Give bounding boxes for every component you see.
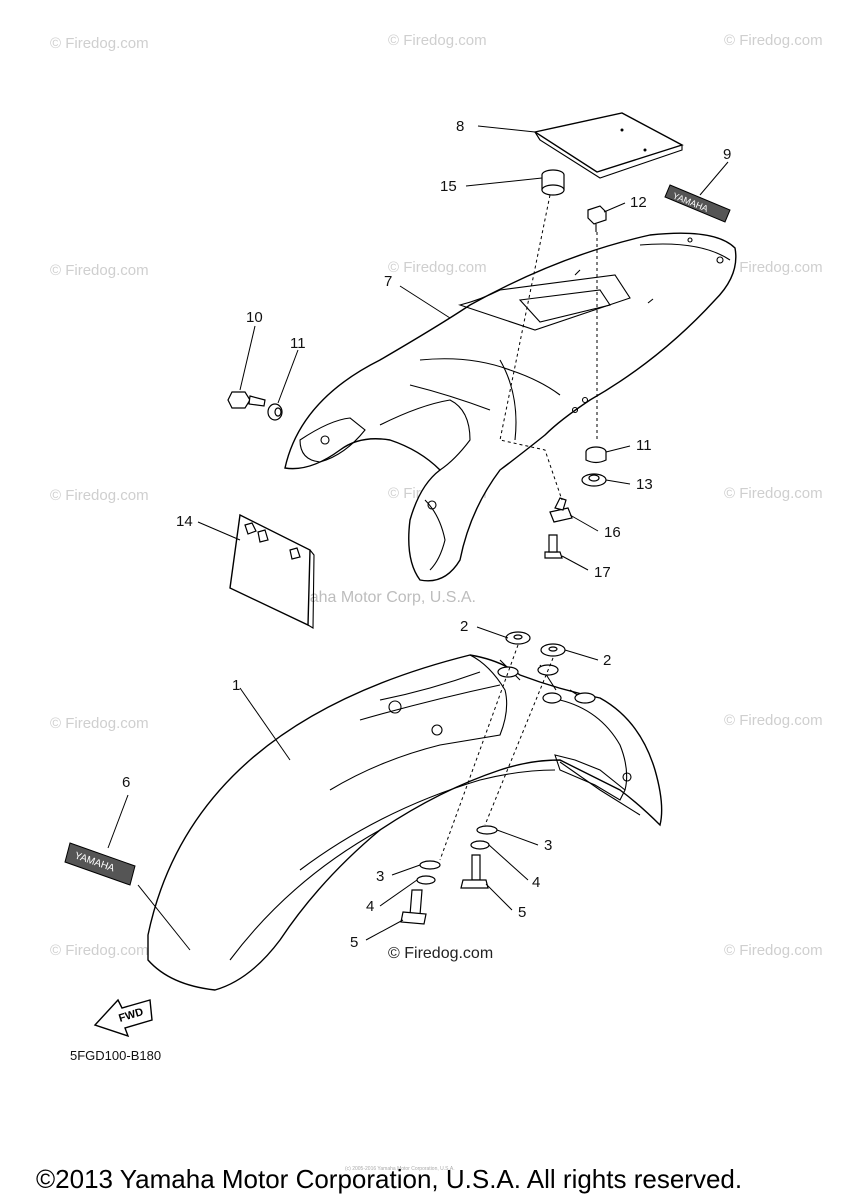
callout-8: 8 <box>456 118 464 135</box>
callout-2: 2 <box>460 618 468 635</box>
callout-17: 17 <box>594 564 611 581</box>
part-7-rear-fender <box>284 232 737 582</box>
fender-mount-grommets <box>497 664 596 704</box>
part-3-washer-left <box>419 860 441 870</box>
part-9-decal: YAMAHA <box>664 184 731 223</box>
watermark-text: © Firedog.com <box>50 35 149 52</box>
callout-10: 10 <box>246 309 263 326</box>
callout-5: 5 <box>350 934 358 951</box>
part-15-grommet <box>541 169 565 196</box>
watermark-text: © Firedog.com <box>724 712 823 729</box>
callout-4: 4 <box>532 874 540 891</box>
part-5-bolt-left <box>400 889 427 925</box>
part-2-washer-b <box>540 643 566 657</box>
assembly-lines <box>439 194 598 861</box>
callout-7: 7 <box>384 273 392 290</box>
leader-lines <box>107 125 729 951</box>
fine-print: (c) 2005-2016 Yamaha Motor Corporation, … <box>345 1166 455 1172</box>
part-2-washer-a <box>505 631 531 645</box>
callout-3: 3 <box>544 837 552 854</box>
part-11-collar-left <box>267 403 283 421</box>
part-17-bolt <box>544 534 563 559</box>
part-6-decal: YAMAHA <box>64 842 136 886</box>
part-4-washer-right <box>470 840 490 850</box>
callout-numbers: 8 15 12 9 7 10 11 11 13 16 17 14 2 2 1 6… <box>122 118 731 951</box>
callout-6: 6 <box>122 774 130 791</box>
watermark-text: © Firedog.com <box>724 485 823 502</box>
part-8-seat-pad <box>533 112 684 179</box>
callout-14: 14 <box>176 513 193 530</box>
diagram-code: 5FGD100-B180 <box>70 1048 161 1063</box>
callout-13: 13 <box>636 476 653 493</box>
callout-1: 1 <box>232 677 240 694</box>
watermark-text: © Firedog.com <box>388 259 487 276</box>
callout-5: 5 <box>518 904 526 921</box>
watermark-text: © Firedog.com <box>388 32 487 49</box>
part-12-clip <box>587 205 607 232</box>
part-11-collar-right <box>585 446 607 464</box>
callout-9: 9 <box>723 146 731 163</box>
callout-11: 11 <box>636 437 652 454</box>
watermark-text: © Firedog.com <box>50 487 149 504</box>
callout-3: 3 <box>376 868 384 885</box>
part-16-clip-nut <box>549 497 573 523</box>
part-3-washer-right <box>476 825 498 835</box>
part-13-nut <box>581 473 607 487</box>
part-4-washer-left <box>416 875 436 885</box>
watermark-text: © Firedog.com <box>50 942 149 959</box>
callout-15: 15 <box>440 178 457 195</box>
watermark-text: © Firedog.com <box>50 715 149 732</box>
callout-16: 16 <box>604 524 621 541</box>
callout-4: 4 <box>366 898 374 915</box>
part-5-bolt-right <box>460 854 489 889</box>
center-credit: Yamaha Motor Corp, U.S.A. <box>278 589 476 606</box>
watermark-text: © Firedog.com <box>724 32 823 49</box>
watermark-text: © Firedog.com <box>50 262 149 279</box>
callout-11: 11 <box>290 335 306 352</box>
fwd-arrow-icon: FWD <box>93 998 153 1038</box>
bottom-watermark: © Firedog.com <box>388 945 493 962</box>
callout-2: 2 <box>603 652 611 669</box>
part-14-plate <box>229 513 315 629</box>
watermark-text: © Firedog.com <box>724 259 823 276</box>
part-1-front-fender <box>147 654 663 991</box>
copyright-notice: ©2013 Yamaha Motor Corporation, U.S.A. A… <box>36 1164 742 1194</box>
part-10-bolt <box>227 391 266 409</box>
watermark-text: © Firedog.com <box>724 942 823 959</box>
callout-12: 12 <box>630 194 647 211</box>
